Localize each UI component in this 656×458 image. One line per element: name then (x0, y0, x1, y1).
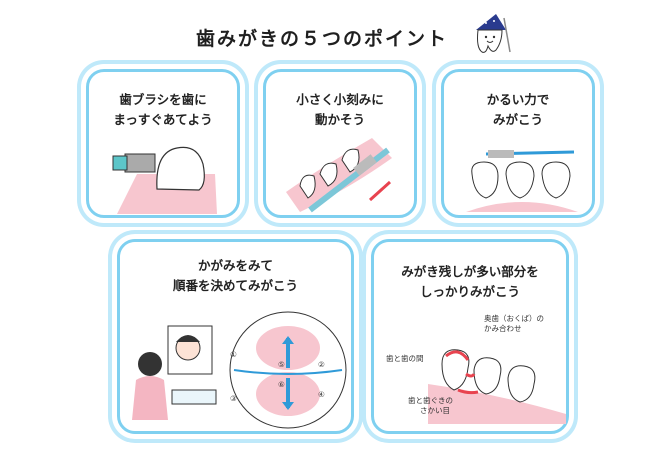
note-gap: 歯と歯の間 (386, 354, 424, 363)
card4-line2: 順番を決めてみがこう (172, 278, 298, 293)
page-title: 歯みがきの５つのポイント (196, 28, 449, 50)
card1-line1: 歯ブラシを歯に (119, 92, 207, 107)
card3-line2: みがこう (492, 112, 543, 127)
tooth-mascot-icon (476, 14, 511, 53)
step-number-3: ③ (230, 394, 237, 403)
point-card-1: 歯ブラシを歯に まっすぐあてよう (86, 69, 240, 218)
card1-line2: まっすぐあてよう (113, 112, 213, 127)
card5-line2: しっかりみがこう (419, 284, 520, 299)
brush-on-tooth-illustration (112, 146, 217, 214)
smiling-teeth-illustration (466, 150, 578, 212)
note-gum: 歯と歯ぐきの (408, 396, 453, 405)
point-card-2: 小さく小刻みに 動かそう (263, 69, 417, 218)
note-molar: 奥歯（おくば）の (484, 314, 544, 323)
card5-line1: みがき残しが多い部分を (401, 264, 539, 279)
point-card-4: かがみをみて 順番を決めてみがこう ① ② ③ ④ ⑤ ⑥ (117, 239, 354, 434)
card4-line1: かがみをみて (197, 258, 273, 273)
card3-line1: かるい力で (486, 92, 550, 107)
note-molar-2: かみ合わせ (484, 324, 522, 333)
point-card-5: みがき残しが多い部分を しっかりみがこう 奥歯（おくば）の かみ合わせ 歯と歯の… (371, 239, 569, 434)
step-number-2: ② (318, 360, 325, 369)
step-number-1: ① (230, 350, 237, 359)
step-number-5: ⑤ (278, 360, 285, 369)
card2-line2: 動かそう (314, 112, 365, 127)
step-number-6: ⑥ (278, 380, 285, 389)
molar-teeth-illustration (428, 349, 566, 424)
dental-arch-diagram (229, 311, 347, 429)
mirror-child-illustration (132, 325, 217, 420)
step-number-4: ④ (318, 390, 325, 399)
note-gum-2: さかい目 (420, 406, 450, 415)
card2-line1: 小さく小刻みに (296, 92, 384, 107)
point-card-3: かるい力で みがこう (441, 69, 595, 218)
brushing-teeth-illustration (286, 138, 392, 213)
